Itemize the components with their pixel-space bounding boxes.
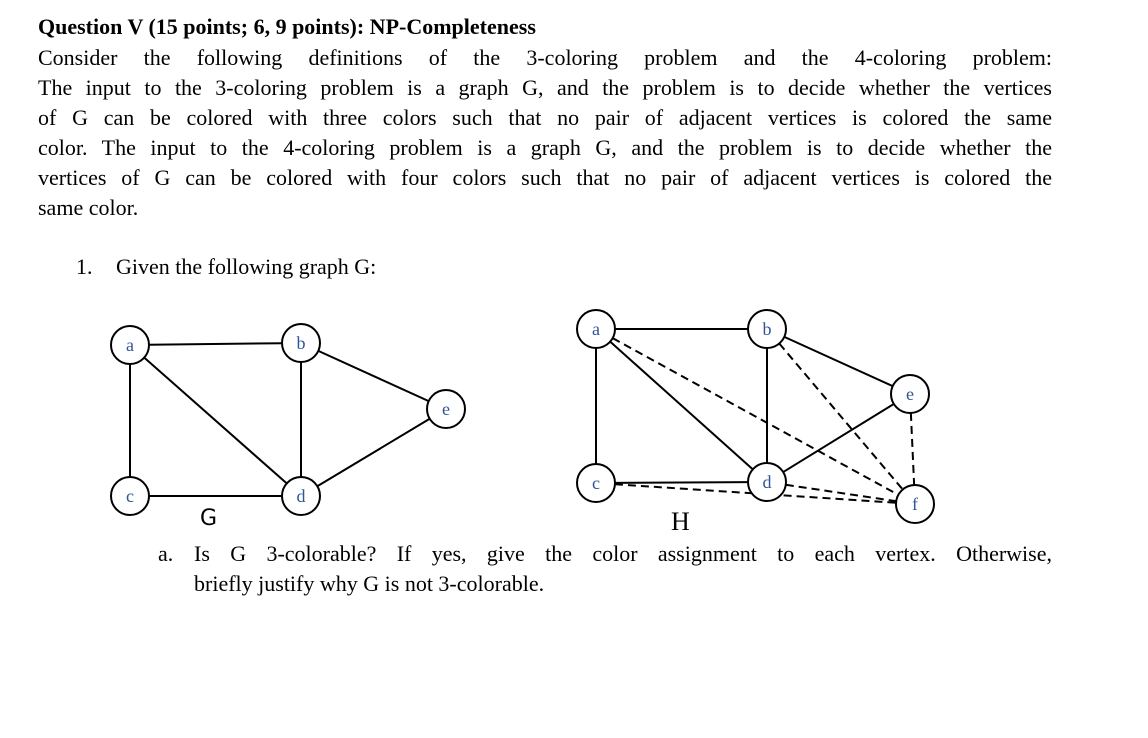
graph-h-edge-d-e [782, 403, 895, 473]
graph-h-vertex-d [747, 462, 787, 502]
graph-h-edge-c-f [614, 483, 897, 504]
list-item-1: 1. Given the following graph G: [76, 253, 376, 281]
graph-h-edge-a-d [609, 340, 754, 471]
paragraph-line: Consider the following definitions of th… [38, 45, 1052, 70]
graph-h-label: H [671, 507, 690, 536]
graph-g-edge-d-e [316, 417, 431, 488]
graph-g-label: G [200, 506, 217, 531]
graph-h-vertex-a [576, 309, 616, 349]
graph-g-vertex-label: a [126, 335, 134, 355]
graph-h-vertex-label: d [763, 472, 772, 492]
graph-h-edge-b-e [783, 335, 894, 388]
graph-h-vertex-label: c [592, 473, 600, 493]
paragraph-line: color. The input to the 4-coloring probl… [38, 135, 1052, 160]
list-item-text: Given the following graph G: [116, 254, 377, 279]
graph-h-edge-b-f [778, 342, 904, 491]
graph-h-vertex-b [747, 309, 787, 349]
graph-h-edge-c-d [614, 481, 749, 484]
graph-h-vertex-c [576, 463, 616, 503]
graph-g-vertex-label: e [442, 399, 450, 419]
question-title: Question V (15 points; 6, 9 points): NP-… [38, 14, 536, 39]
graph-h-vertex-f [895, 484, 935, 524]
graph-h: a b c d e f [576, 309, 935, 524]
graph-g-vertex-a [110, 325, 150, 365]
paragraph-line: The input to the 3-coloring problem is a… [38, 75, 1052, 100]
graph-h-vertex-label: a [592, 319, 600, 339]
graph-g-vertex-c [110, 476, 150, 516]
graph-h-edge-a-f [612, 337, 899, 496]
graph-g-vertex-label: b [297, 333, 306, 353]
graph-h-edge-d-f [785, 483, 897, 503]
graph-g-edge-a-d [143, 356, 288, 485]
list-item-number: 1. [76, 254, 93, 279]
graph-g: a b c d e [110, 323, 466, 516]
graph-h-vertex-label: e [906, 384, 914, 404]
graph-g-vertex-b [281, 323, 321, 363]
graph-h-vertex-label: f [912, 494, 918, 514]
paragraph-line: vertices of G can be colored with four c… [38, 165, 1052, 190]
sub-question-line: briefly justify why G is not 3-colorable… [194, 571, 545, 596]
graph-g-vertex-label: c [126, 486, 134, 506]
paragraph-line: of G can be colored with three colors su… [38, 105, 1052, 130]
graph-g-edge-b-e [317, 349, 430, 403]
sub-question-label: a. [158, 541, 174, 566]
graph-h-vertex-label: b [763, 319, 772, 339]
graph-h-edge-e-f [909, 412, 916, 486]
graph-g-vertex-e [426, 389, 466, 429]
sub-question-line: Is G 3-colorable? If yes, give the color… [194, 541, 1052, 566]
graph-g-edge-a-b [148, 342, 283, 346]
question-paragraph: Consider the following definitions of th… [38, 43, 1052, 223]
graph-g-vertex-label: d [297, 486, 306, 506]
paragraph-line: same color. [38, 195, 139, 220]
graph-g-vertex-d [281, 476, 321, 516]
graph-h-vertex-e [890, 374, 930, 414]
